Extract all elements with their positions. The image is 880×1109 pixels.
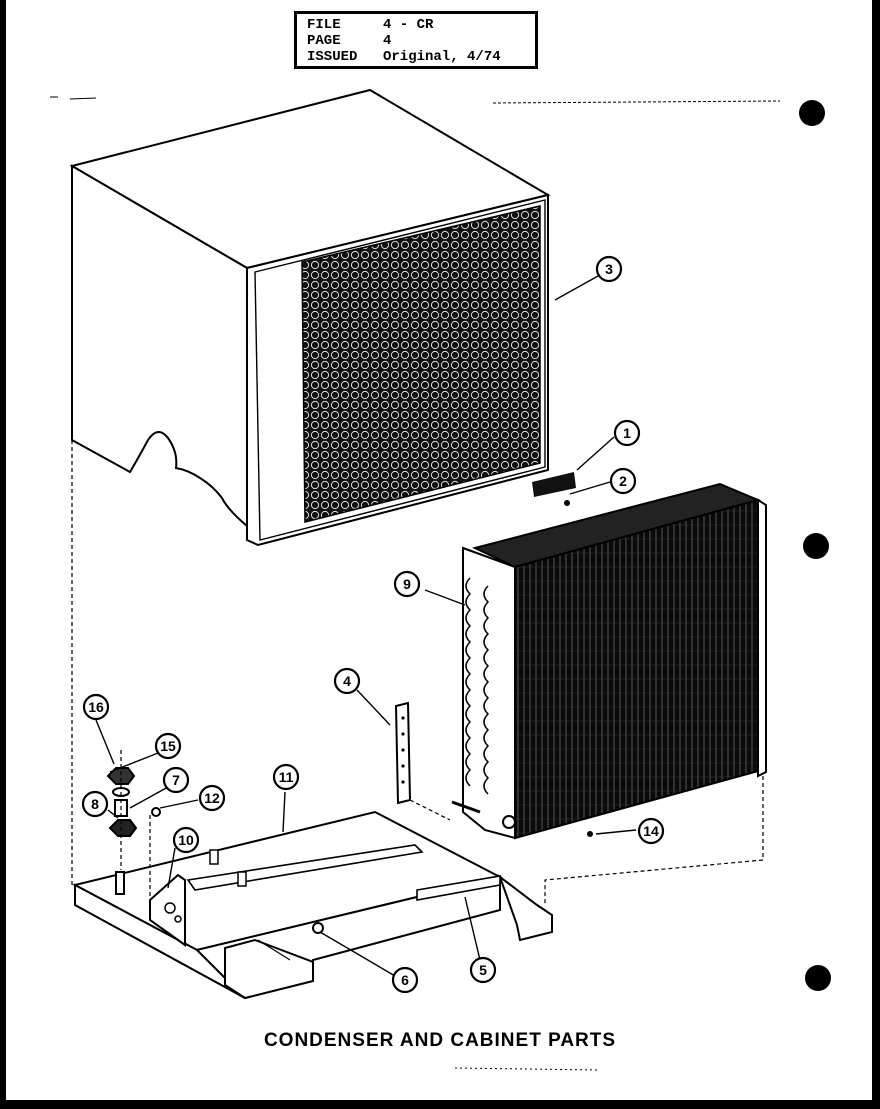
callout-16: 16 — [82, 693, 110, 721]
callout-12-label: 12 — [204, 790, 220, 806]
callout-4-label: 4 — [343, 673, 351, 689]
callout-5: 5 — [469, 956, 497, 984]
issued-label: ISSUED — [307, 49, 358, 65]
callout-14-label: 14 — [643, 823, 659, 839]
condenser-coil — [462, 482, 767, 840]
leader-lines — [95, 275, 637, 977]
page-label: PAGE — [307, 33, 341, 49]
coil-outlet-fitting — [502, 815, 516, 829]
callout-5-label: 5 — [479, 962, 487, 978]
base-strip — [416, 875, 501, 901]
file-info-box: FILE 4 - CR PAGE 4 ISSUED Original, 4/74 — [294, 11, 538, 69]
file-row: FILE 4 - CR — [307, 17, 535, 33]
callout-9-label: 9 — [403, 576, 411, 592]
frame-edge-right — [872, 0, 880, 1109]
callout-1-label: 1 — [623, 425, 631, 441]
frame-edge-bottom — [0, 1100, 880, 1109]
callout-11: 11 — [272, 763, 300, 791]
callout-11-label: 11 — [279, 769, 294, 785]
punch-hole-middle — [803, 533, 829, 559]
callout-6-label: 6 — [401, 972, 409, 988]
scan-specks — [50, 96, 781, 1071]
nameplate-screw — [564, 500, 570, 506]
callout-2-label: 2 — [619, 473, 627, 489]
callout-1: 1 — [613, 419, 641, 447]
punch-hole-bottom — [805, 965, 831, 991]
page-value: 4 — [383, 33, 392, 49]
callout-14: 14 — [637, 817, 665, 845]
callout-15-label: 15 — [160, 738, 176, 754]
frame-edge-left — [0, 0, 6, 1109]
callout-4: 4 — [333, 667, 361, 695]
callout-16-label: 16 — [88, 699, 104, 715]
callout-2: 2 — [609, 467, 637, 495]
base-grommet — [312, 922, 324, 934]
callout-10-label: 10 — [178, 832, 194, 848]
nameplate — [532, 472, 576, 497]
issued-row: ISSUED Original, 4/74 — [307, 49, 535, 65]
callout-12: 12 — [198, 784, 226, 812]
callout-6: 6 — [391, 966, 419, 994]
callout-3-label: 3 — [605, 261, 613, 277]
punch-hole-top — [799, 100, 825, 126]
callout-15: 15 — [154, 732, 182, 760]
callout-9: 9 — [393, 570, 421, 598]
file-value: 4 - CR — [383, 17, 434, 33]
file-label: FILE — [307, 17, 341, 33]
callout-7-label: 7 — [172, 772, 180, 788]
callout-8: 8 — [81, 790, 109, 818]
bracket-holes — [401, 716, 405, 784]
partition-fittings — [164, 849, 247, 923]
callout-10: 10 — [172, 826, 200, 854]
coil-mounting-screw — [587, 831, 593, 837]
callout-3: 3 — [595, 255, 623, 283]
cabinet-grille — [301, 205, 541, 523]
callout-8-label: 8 — [91, 796, 99, 812]
callout-7: 7 — [162, 766, 190, 794]
drawing-caption: CONDENSER AND CABINET PARTS — [263, 1030, 617, 1051]
issued-value: Original, 4/74 — [383, 49, 501, 65]
coil-return-bends — [465, 577, 490, 795]
page-row: PAGE 4 — [307, 33, 535, 49]
assembly-lines — [71, 440, 764, 905]
coil-tube-stub — [451, 800, 481, 814]
